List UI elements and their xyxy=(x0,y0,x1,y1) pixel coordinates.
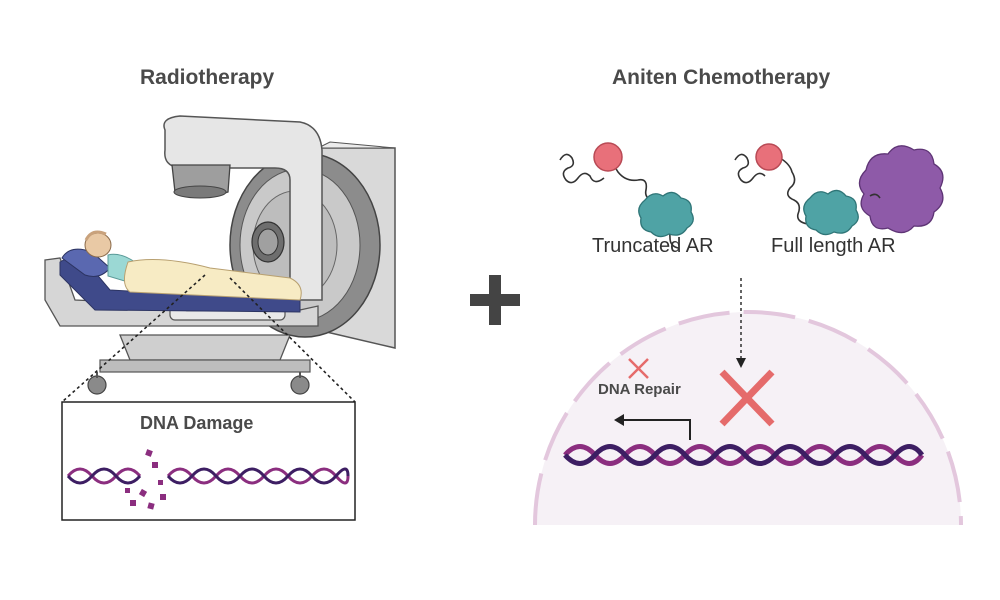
patient-on-bed-icon xyxy=(44,230,319,395)
nucleus-dna-helix xyxy=(563,444,925,466)
full-length-ar-label: Full length AR xyxy=(771,235,896,257)
dna-repair-label: DNA Repair xyxy=(598,381,681,398)
plus-icon xyxy=(470,275,520,325)
small-x-mark-icon xyxy=(628,358,649,379)
dna-damage-label: DNA Damage xyxy=(140,413,254,433)
full-length-ar-icon xyxy=(734,143,944,236)
broken-dna-left xyxy=(66,467,142,485)
broken-dna-right xyxy=(166,467,350,485)
truncated-ar-label: Truncated AR xyxy=(592,235,714,257)
dna-repair-arrow xyxy=(622,419,691,440)
dna-damage-box xyxy=(61,401,356,521)
dna-repair-arrowhead xyxy=(614,414,624,426)
chemotherapy-title: Aniten Chemotherapy xyxy=(612,66,831,89)
cell-nucleus xyxy=(533,310,963,526)
inhibition-arrow xyxy=(736,278,746,368)
zoom-lines xyxy=(61,274,356,403)
x-mark-icon xyxy=(719,369,775,427)
dna-fragments xyxy=(125,449,166,510)
radiotherapy-title: Radiotherapy xyxy=(140,66,275,89)
truncated-ar-icon xyxy=(559,142,694,249)
